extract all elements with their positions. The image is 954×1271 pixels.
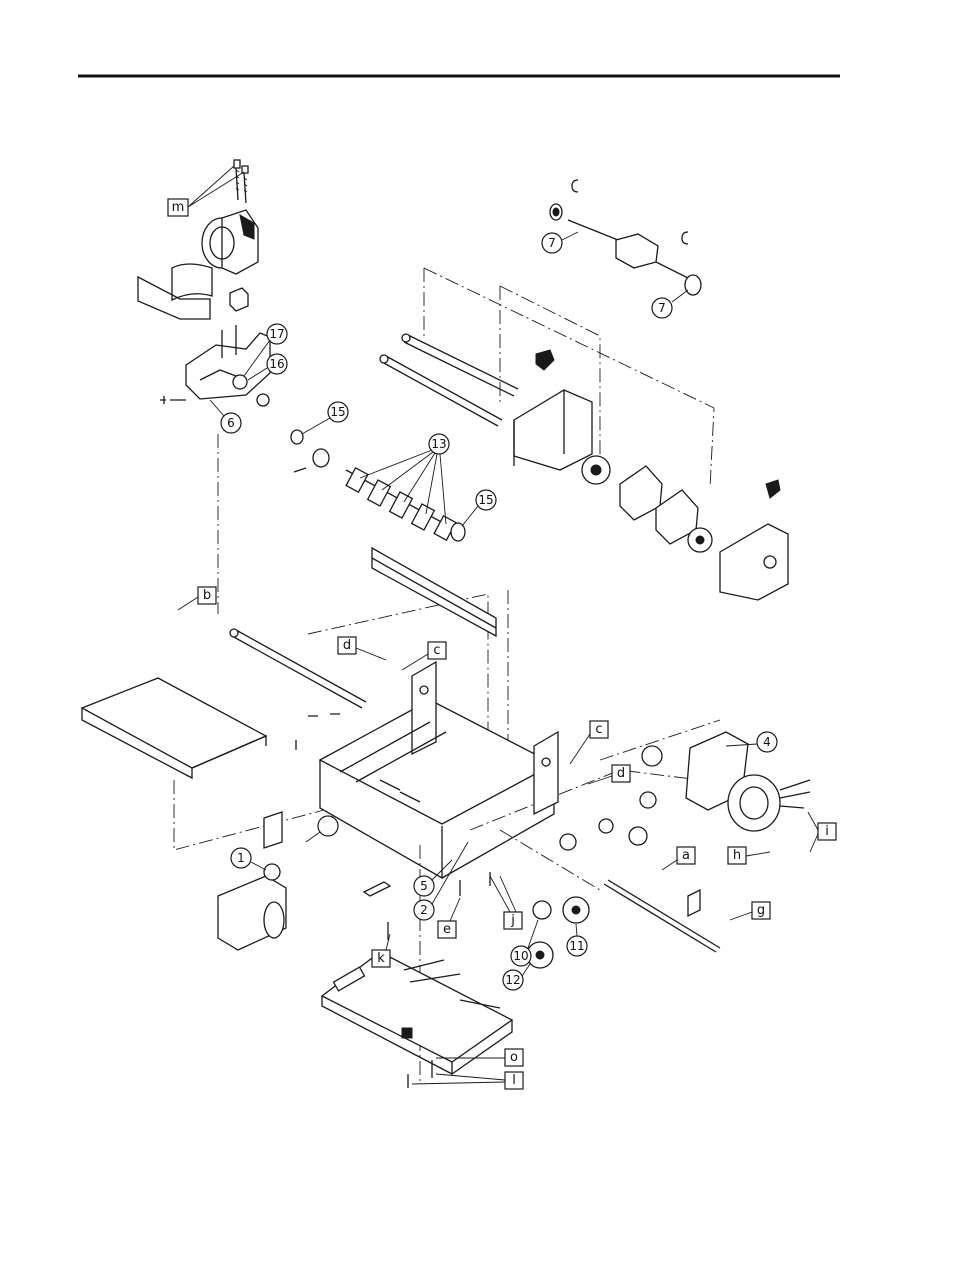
platen-roller-shaft [550, 180, 701, 295]
callout-o: o [505, 1049, 523, 1066]
svg-text:a: a [682, 848, 690, 863]
svg-text:c: c [433, 643, 440, 658]
callout-7b: 7 [652, 298, 672, 318]
callout-g: g [752, 902, 770, 919]
svg-text:m: m [172, 200, 185, 215]
callout-10: 10 [511, 946, 531, 966]
callout-1: 1 [231, 848, 251, 868]
svg-text:1: 1 [237, 851, 245, 865]
main-chassis [82, 548, 810, 1088]
callout-b: b [198, 587, 216, 604]
callout-4: 4 [757, 732, 777, 752]
callout-d2: d [612, 765, 630, 782]
callout-17: 17 [267, 324, 287, 344]
svg-text:k: k [377, 951, 385, 966]
svg-text:12: 12 [505, 973, 520, 987]
callout-d1: d [338, 637, 356, 654]
callout-13: 13 [429, 434, 449, 454]
svg-text:b: b [203, 588, 211, 603]
callout-j: j [504, 912, 522, 929]
svg-text:h: h [733, 848, 741, 863]
svg-text:7: 7 [548, 236, 556, 250]
callout-m: m [168, 199, 188, 216]
svg-text:4: 4 [763, 735, 771, 749]
callout-15a: 15 [328, 402, 348, 422]
svg-text:d: d [617, 766, 625, 781]
callout-16: 16 [267, 354, 287, 374]
callout-11: 11 [567, 936, 587, 956]
callout-e: e [438, 921, 456, 938]
svg-text:11: 11 [569, 939, 584, 953]
callout-l: l [505, 1072, 523, 1089]
svg-text:g: g [757, 903, 765, 918]
svg-text:j: j [510, 913, 515, 928]
svg-text:2: 2 [420, 903, 428, 917]
svg-text:10: 10 [513, 949, 528, 963]
svg-text:i: i [825, 824, 829, 839]
svg-text:d: d [343, 638, 351, 653]
svg-text:6: 6 [227, 416, 235, 430]
callout-h: h [728, 847, 746, 864]
callout-c1: c [428, 642, 446, 659]
svg-text:15: 15 [330, 405, 345, 419]
callout-k: k [372, 950, 390, 967]
svg-text:e: e [443, 922, 451, 937]
svg-text:13: 13 [431, 437, 446, 451]
svg-text:5: 5 [420, 879, 428, 893]
callout-i: i [818, 823, 836, 840]
callout-18 [318, 816, 338, 836]
svg-text:o: o [510, 1050, 518, 1065]
callout-15b: 15 [476, 490, 496, 510]
svg-text:c: c [595, 722, 602, 737]
callout-a: a [677, 847, 695, 864]
svg-text:15: 15 [478, 493, 493, 507]
svg-text:7: 7 [658, 301, 666, 315]
callout-7a: 7 [542, 233, 562, 253]
callout-12: 12 [503, 970, 523, 990]
projection-lines [174, 268, 720, 1085]
callout-2: 2 [414, 900, 434, 920]
svg-text:16: 16 [269, 357, 284, 371]
svg-text:l: l [512, 1073, 516, 1088]
svg-text:17: 17 [269, 327, 284, 341]
callout-c2: c [590, 721, 608, 738]
callout-5: 5 [414, 876, 434, 896]
